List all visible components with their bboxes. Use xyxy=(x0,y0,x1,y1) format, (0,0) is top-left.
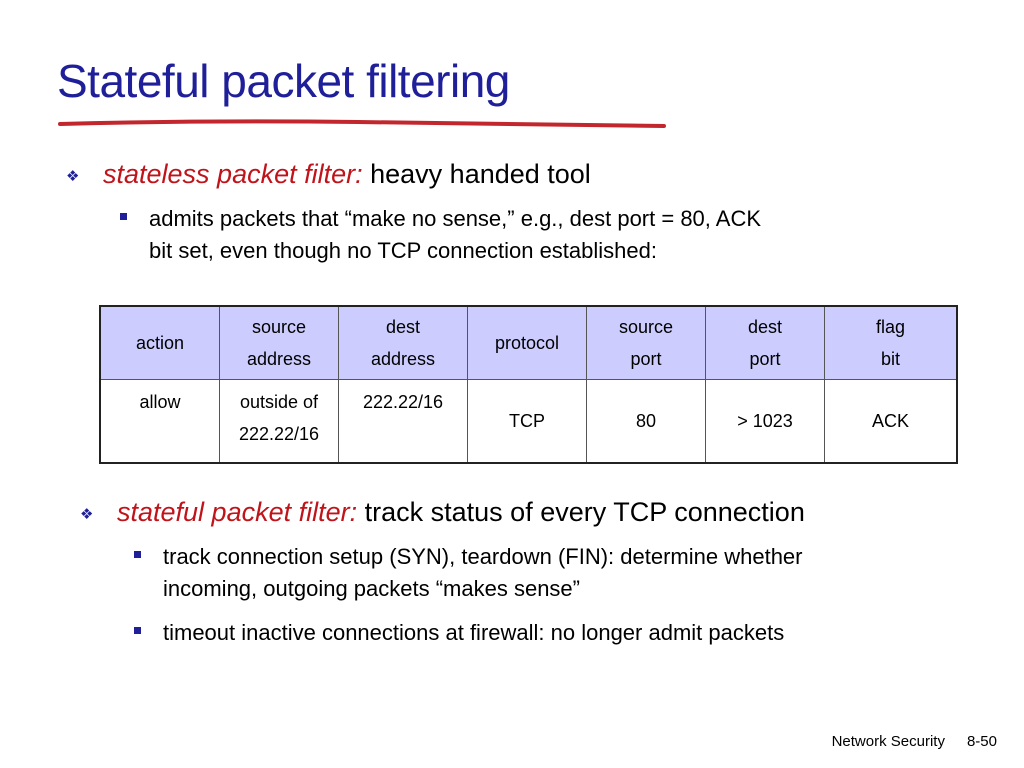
slide-footer: Network Security 8-50 xyxy=(832,733,997,750)
sub-bullet-track: track connection setup (SYN), teardown (… xyxy=(163,541,803,605)
bullet-stateless: stateless packet filter: heavy handed to… xyxy=(103,161,591,188)
square-bullet-icon xyxy=(134,627,141,634)
bullet-stateful: stateful packet filter: track status of … xyxy=(117,499,805,526)
sub-bullet-line: track connection setup (SYN), teardown (… xyxy=(163,544,803,569)
bullet-accent-stateless: stateless packet filter: xyxy=(103,159,363,189)
sub-bullet-timeout: timeout inactive connections at firewall… xyxy=(163,617,784,649)
cell-dest-port: > 1023 xyxy=(705,379,825,464)
cell-action: allow xyxy=(99,379,220,464)
cell-flag-bit: ACK xyxy=(824,379,958,464)
header-protocol: protocol xyxy=(467,305,587,380)
footer-page-number: 8-50 xyxy=(966,733,997,750)
footer-section: Network Security xyxy=(831,733,945,750)
slide-title: Stateful packet filtering xyxy=(57,55,510,107)
cell-dest-address: 222.22/16 xyxy=(338,379,468,464)
bullet-text-stateless: heavy handed tool xyxy=(362,159,591,189)
diamond-bullet-icon: ❖ xyxy=(66,168,80,185)
sub-bullet-line: timeout inactive connections at firewall… xyxy=(163,620,785,645)
diamond-bullet-icon: ❖ xyxy=(80,506,94,523)
sub-bullet-line: incoming, outgoing packets “makes sense” xyxy=(163,576,580,601)
header-action: action xyxy=(99,305,220,380)
square-bullet-icon xyxy=(134,551,141,558)
sub-bullet-line: admits packets that “make no sense,” e.g… xyxy=(149,206,762,231)
square-bullet-icon xyxy=(120,213,127,220)
cell-protocol: TCP xyxy=(467,379,587,464)
sub-bullet-line: bit set, even though no TCP connection e… xyxy=(149,238,657,263)
title-underline xyxy=(58,119,666,128)
cell-source-port: 80 xyxy=(586,379,706,464)
sub-bullet-admits: admits packets that “make no sense,” e.g… xyxy=(149,203,761,267)
bullet-accent-stateful: stateful packet filter: xyxy=(117,497,358,527)
bullet-text-stateful: track status of every TCP connection xyxy=(357,497,805,527)
